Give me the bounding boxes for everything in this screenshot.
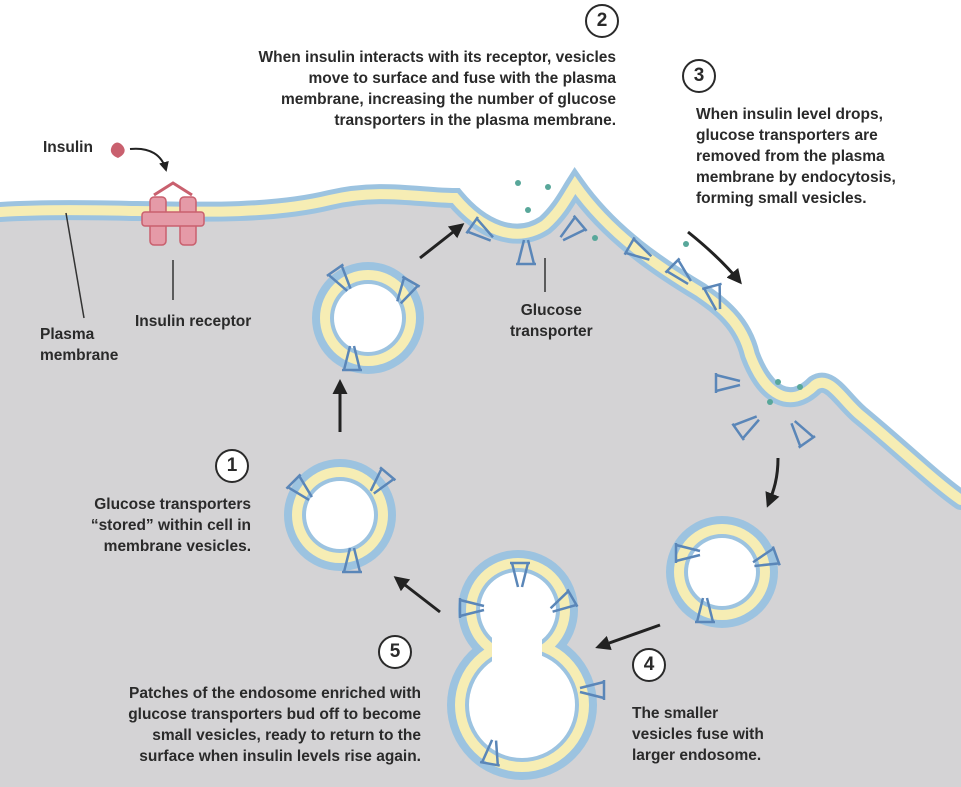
insulin-label: Insulin (43, 137, 93, 158)
step-3-number: 3 (682, 59, 716, 93)
insulin-arrow (130, 149, 166, 170)
arrow-surface-to-endocytosis (688, 232, 740, 282)
step-1-text: Glucose transporters “stored” within cel… (91, 494, 251, 557)
vesicle-endocytosed (666, 516, 778, 628)
step-3-text: When insulin level drops, glucose transp… (696, 104, 896, 209)
step-5-text: Patches of the endosome enriched with gl… (128, 683, 421, 767)
step-2-text: When insulin interacts with its receptor… (259, 47, 616, 131)
step-2-number: 2 (585, 4, 619, 38)
step-1-number: 1 (215, 449, 249, 483)
insulin-receptor-label: Insulin receptor (135, 311, 251, 332)
plasma-membrane-label: Plasma membrane (40, 324, 118, 366)
step-4-number: 4 (632, 648, 666, 682)
step-5-number: 5 (378, 635, 412, 669)
step-4-text: The smaller vesicles fuse with larger en… (632, 703, 764, 766)
glucose-transporter-label: Glucose transporter (510, 300, 593, 342)
insulin-icon (111, 143, 125, 159)
